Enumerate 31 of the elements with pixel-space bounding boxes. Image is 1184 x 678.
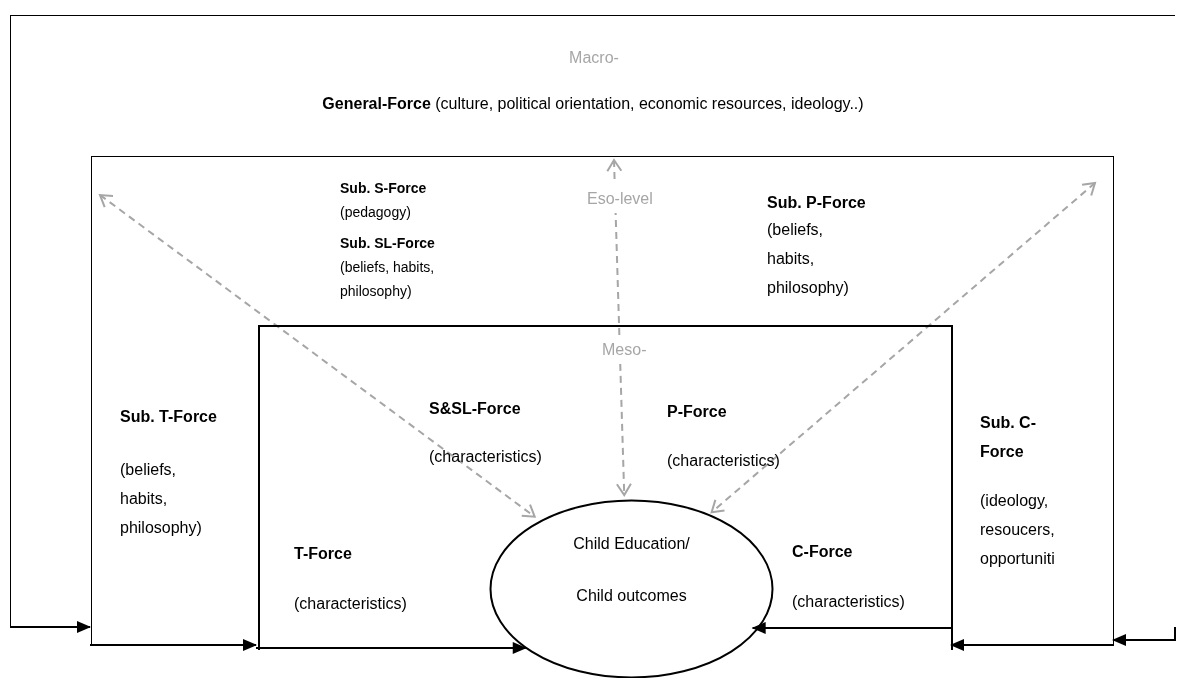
outcome-label: Child outcomes [575, 586, 688, 606]
force-description: (characteristics) [429, 447, 542, 467]
force-description: (pedagogy) [340, 203, 411, 222]
arrow [9, 621, 91, 633]
force-heading: T-Force [294, 544, 352, 564]
arrow [1112, 626, 1176, 646]
force-description: (beliefs, habits, philosophy) [120, 460, 203, 538]
force-description: (characteristics) [294, 594, 407, 614]
force-heading: S&SL-Force [429, 399, 521, 419]
outcome-label: Child Education/ [572, 534, 691, 554]
arrow [255, 642, 527, 654]
force-description: (characteristics) [792, 592, 905, 612]
dashed-arrow [710, 182, 1096, 514]
force-description: General-Force (culture, political orientation, economic resources, ideology..) [321, 94, 865, 114]
dashed-arrow [99, 194, 536, 518]
force-heading: Sub. P-Force [767, 193, 866, 213]
force-heading: Sub. C-Force [980, 413, 1037, 462]
arrow [751, 622, 952, 634]
dashed-arrow [606, 159, 632, 496]
force-description: (characteristics) [667, 451, 780, 471]
force-heading: P-Force [667, 402, 727, 422]
force-heading: Sub. T-Force [120, 407, 217, 427]
force-description: (beliefs, habits, philosophy) [340, 258, 436, 301]
level-label: Eso-level [586, 184, 654, 213]
arrow [89, 639, 257, 651]
force-description: (ideology, resoucers, opportuniti [980, 491, 1056, 569]
force-heading: Sub. SL-Force [340, 234, 435, 253]
force-heading: C-Force [792, 542, 853, 562]
force-description: (beliefs, habits, philosophy) [767, 220, 850, 298]
arrow [950, 639, 1114, 651]
force-heading: Sub. S-Force [340, 179, 427, 198]
